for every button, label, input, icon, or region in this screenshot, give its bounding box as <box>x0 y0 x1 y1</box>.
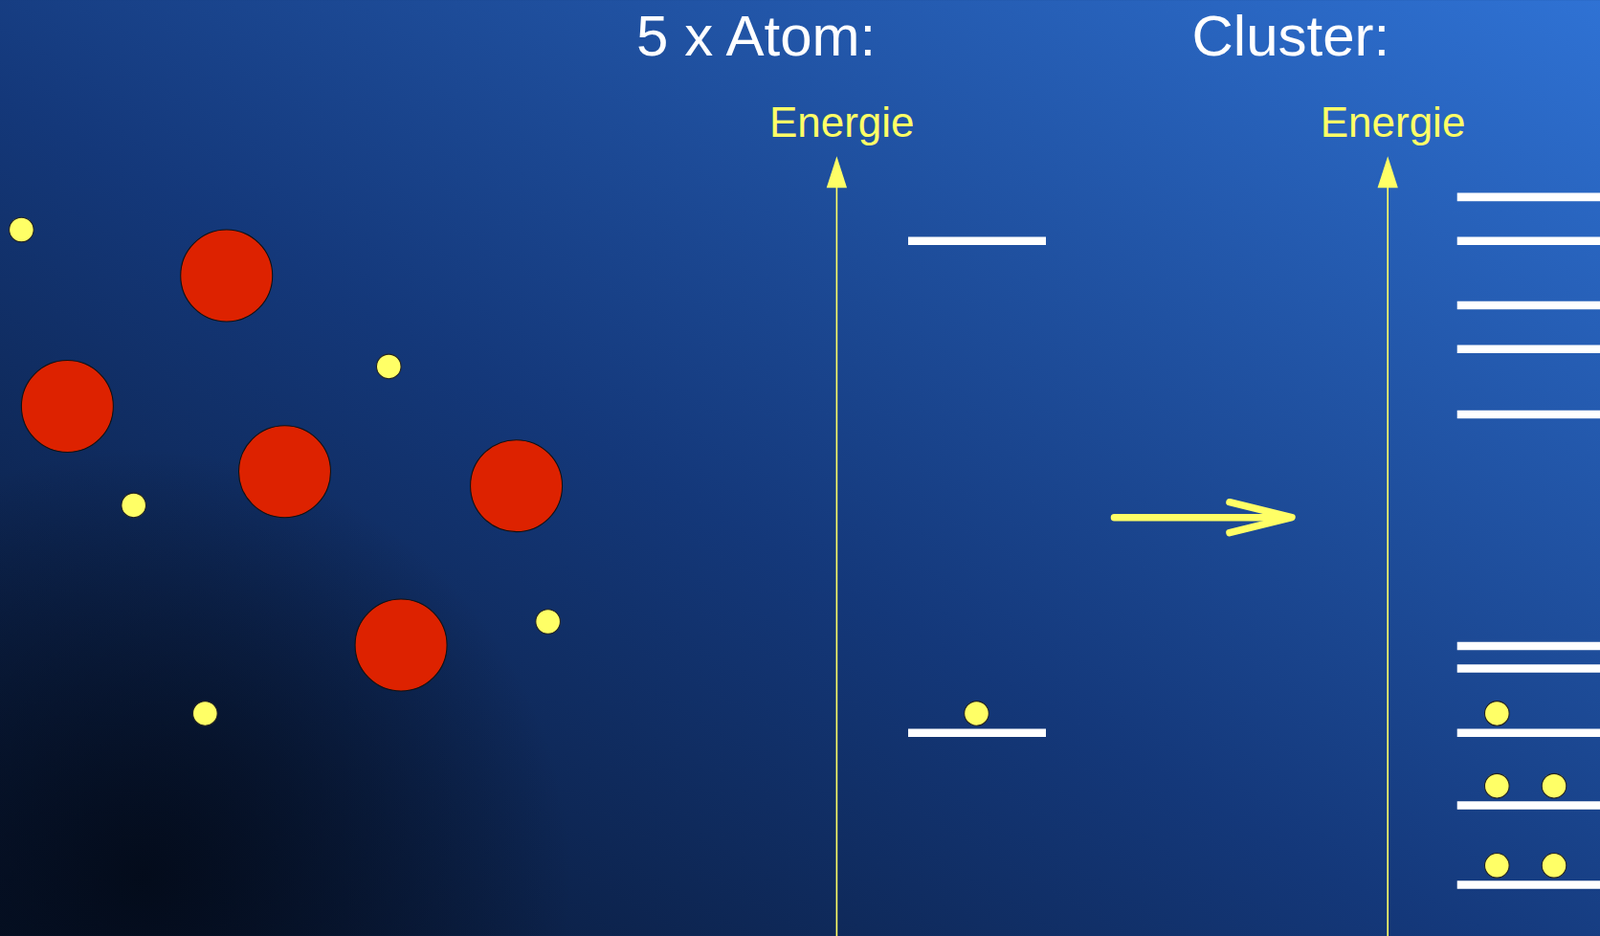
axis-label: Energie <box>769 101 915 144</box>
level-electrons <box>964 701 1567 878</box>
transition-arrow <box>1113 502 1292 534</box>
electron <box>535 609 561 635</box>
nucleus <box>239 425 332 518</box>
electron <box>1485 853 1511 879</box>
electron <box>376 354 401 379</box>
atom-levels <box>908 241 1046 734</box>
nucleus <box>21 360 113 453</box>
energy-axes <box>826 155 1399 936</box>
arrow-shaft <box>1113 513 1288 521</box>
electron <box>1485 701 1511 727</box>
axis-arrowhead <box>1377 155 1399 188</box>
electrons <box>9 217 561 726</box>
panel-heading: 5 x Atom: <box>636 7 876 66</box>
nucleus <box>355 599 447 691</box>
energy-level <box>1457 345 1600 355</box>
nucleus <box>180 229 273 322</box>
energy-axis <box>1386 183 1389 936</box>
energy-level <box>1457 642 1600 651</box>
nuclei <box>21 229 562 691</box>
energy-level <box>1457 193 1600 202</box>
axis-arrowhead <box>826 155 847 188</box>
electron <box>964 701 990 727</box>
energy-level <box>908 728 1046 737</box>
electron <box>193 701 219 727</box>
energy-axis <box>836 183 839 936</box>
energy-level <box>1457 410 1600 420</box>
energy-level <box>1457 236 1600 245</box>
cluster-levels <box>1457 197 1600 886</box>
electron <box>1541 773 1567 799</box>
electron <box>1485 773 1511 799</box>
energy-level <box>1457 664 1600 673</box>
axis-label: Energie <box>1320 101 1467 144</box>
arrow-head <box>1229 502 1292 534</box>
energy-level <box>1457 800 1600 810</box>
panel-heading: Cluster: <box>1192 7 1391 66</box>
electron <box>121 492 147 518</box>
nucleus <box>470 440 563 533</box>
energy-level <box>1457 301 1600 311</box>
energy-level <box>908 236 1046 245</box>
electron <box>1541 853 1567 879</box>
energy-level <box>1457 880 1600 889</box>
electron <box>9 217 35 243</box>
energy-level <box>1457 728 1600 737</box>
